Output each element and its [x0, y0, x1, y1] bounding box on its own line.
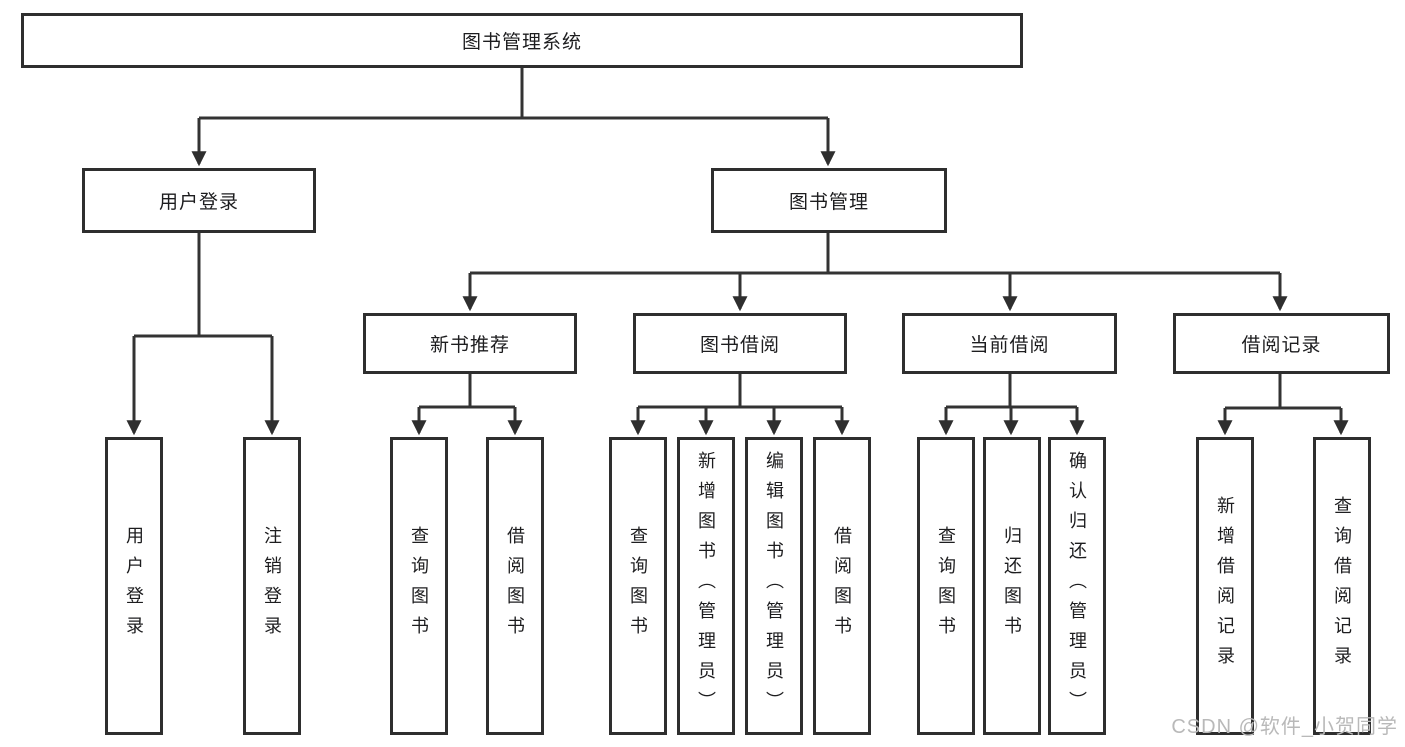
csdn-watermark: CSDN @软件_小贺同学: [1171, 716, 1398, 738]
leaf-logout: 注销登录: [243, 437, 301, 735]
leaf-query-books-current: 查询图书: [917, 437, 975, 735]
leaf-query-books-recommend: 查询图书: [390, 437, 448, 735]
leaf-user-login: 用户登录: [105, 437, 163, 735]
tree-edges: [126, 68, 1349, 436]
node-library-management-system: 图书管理系统: [21, 13, 1023, 68]
node-new-book-recommendation: 新书推荐: [363, 313, 577, 374]
node-user-login: 用户登录: [82, 168, 316, 233]
leaf-add-borrow-record: 新增借阅记录: [1196, 437, 1254, 735]
leaf-query-borrow-record: 查询借阅记录: [1313, 437, 1371, 735]
leaf-return-books: 归还图书: [983, 437, 1041, 735]
leaf-add-books-admin: 新增图书（管理员）: [677, 437, 735, 735]
leaf-borrow-books-recommend: 借阅图书: [486, 437, 544, 735]
leaf-borrow-books-borrowing: 借阅图书: [813, 437, 871, 735]
leaf-confirm-return-admin: 确认归还（管理员）: [1048, 437, 1106, 735]
node-current-borrowing: 当前借阅: [902, 313, 1117, 374]
leaf-edit-books-admin: 编辑图书（管理员）: [745, 437, 803, 735]
node-book-borrowing: 图书借阅: [633, 313, 847, 374]
node-book-management: 图书管理: [711, 168, 947, 233]
leaf-query-books-borrowing: 查询图书: [609, 437, 667, 735]
node-borrowing-records: 借阅记录: [1173, 313, 1390, 374]
